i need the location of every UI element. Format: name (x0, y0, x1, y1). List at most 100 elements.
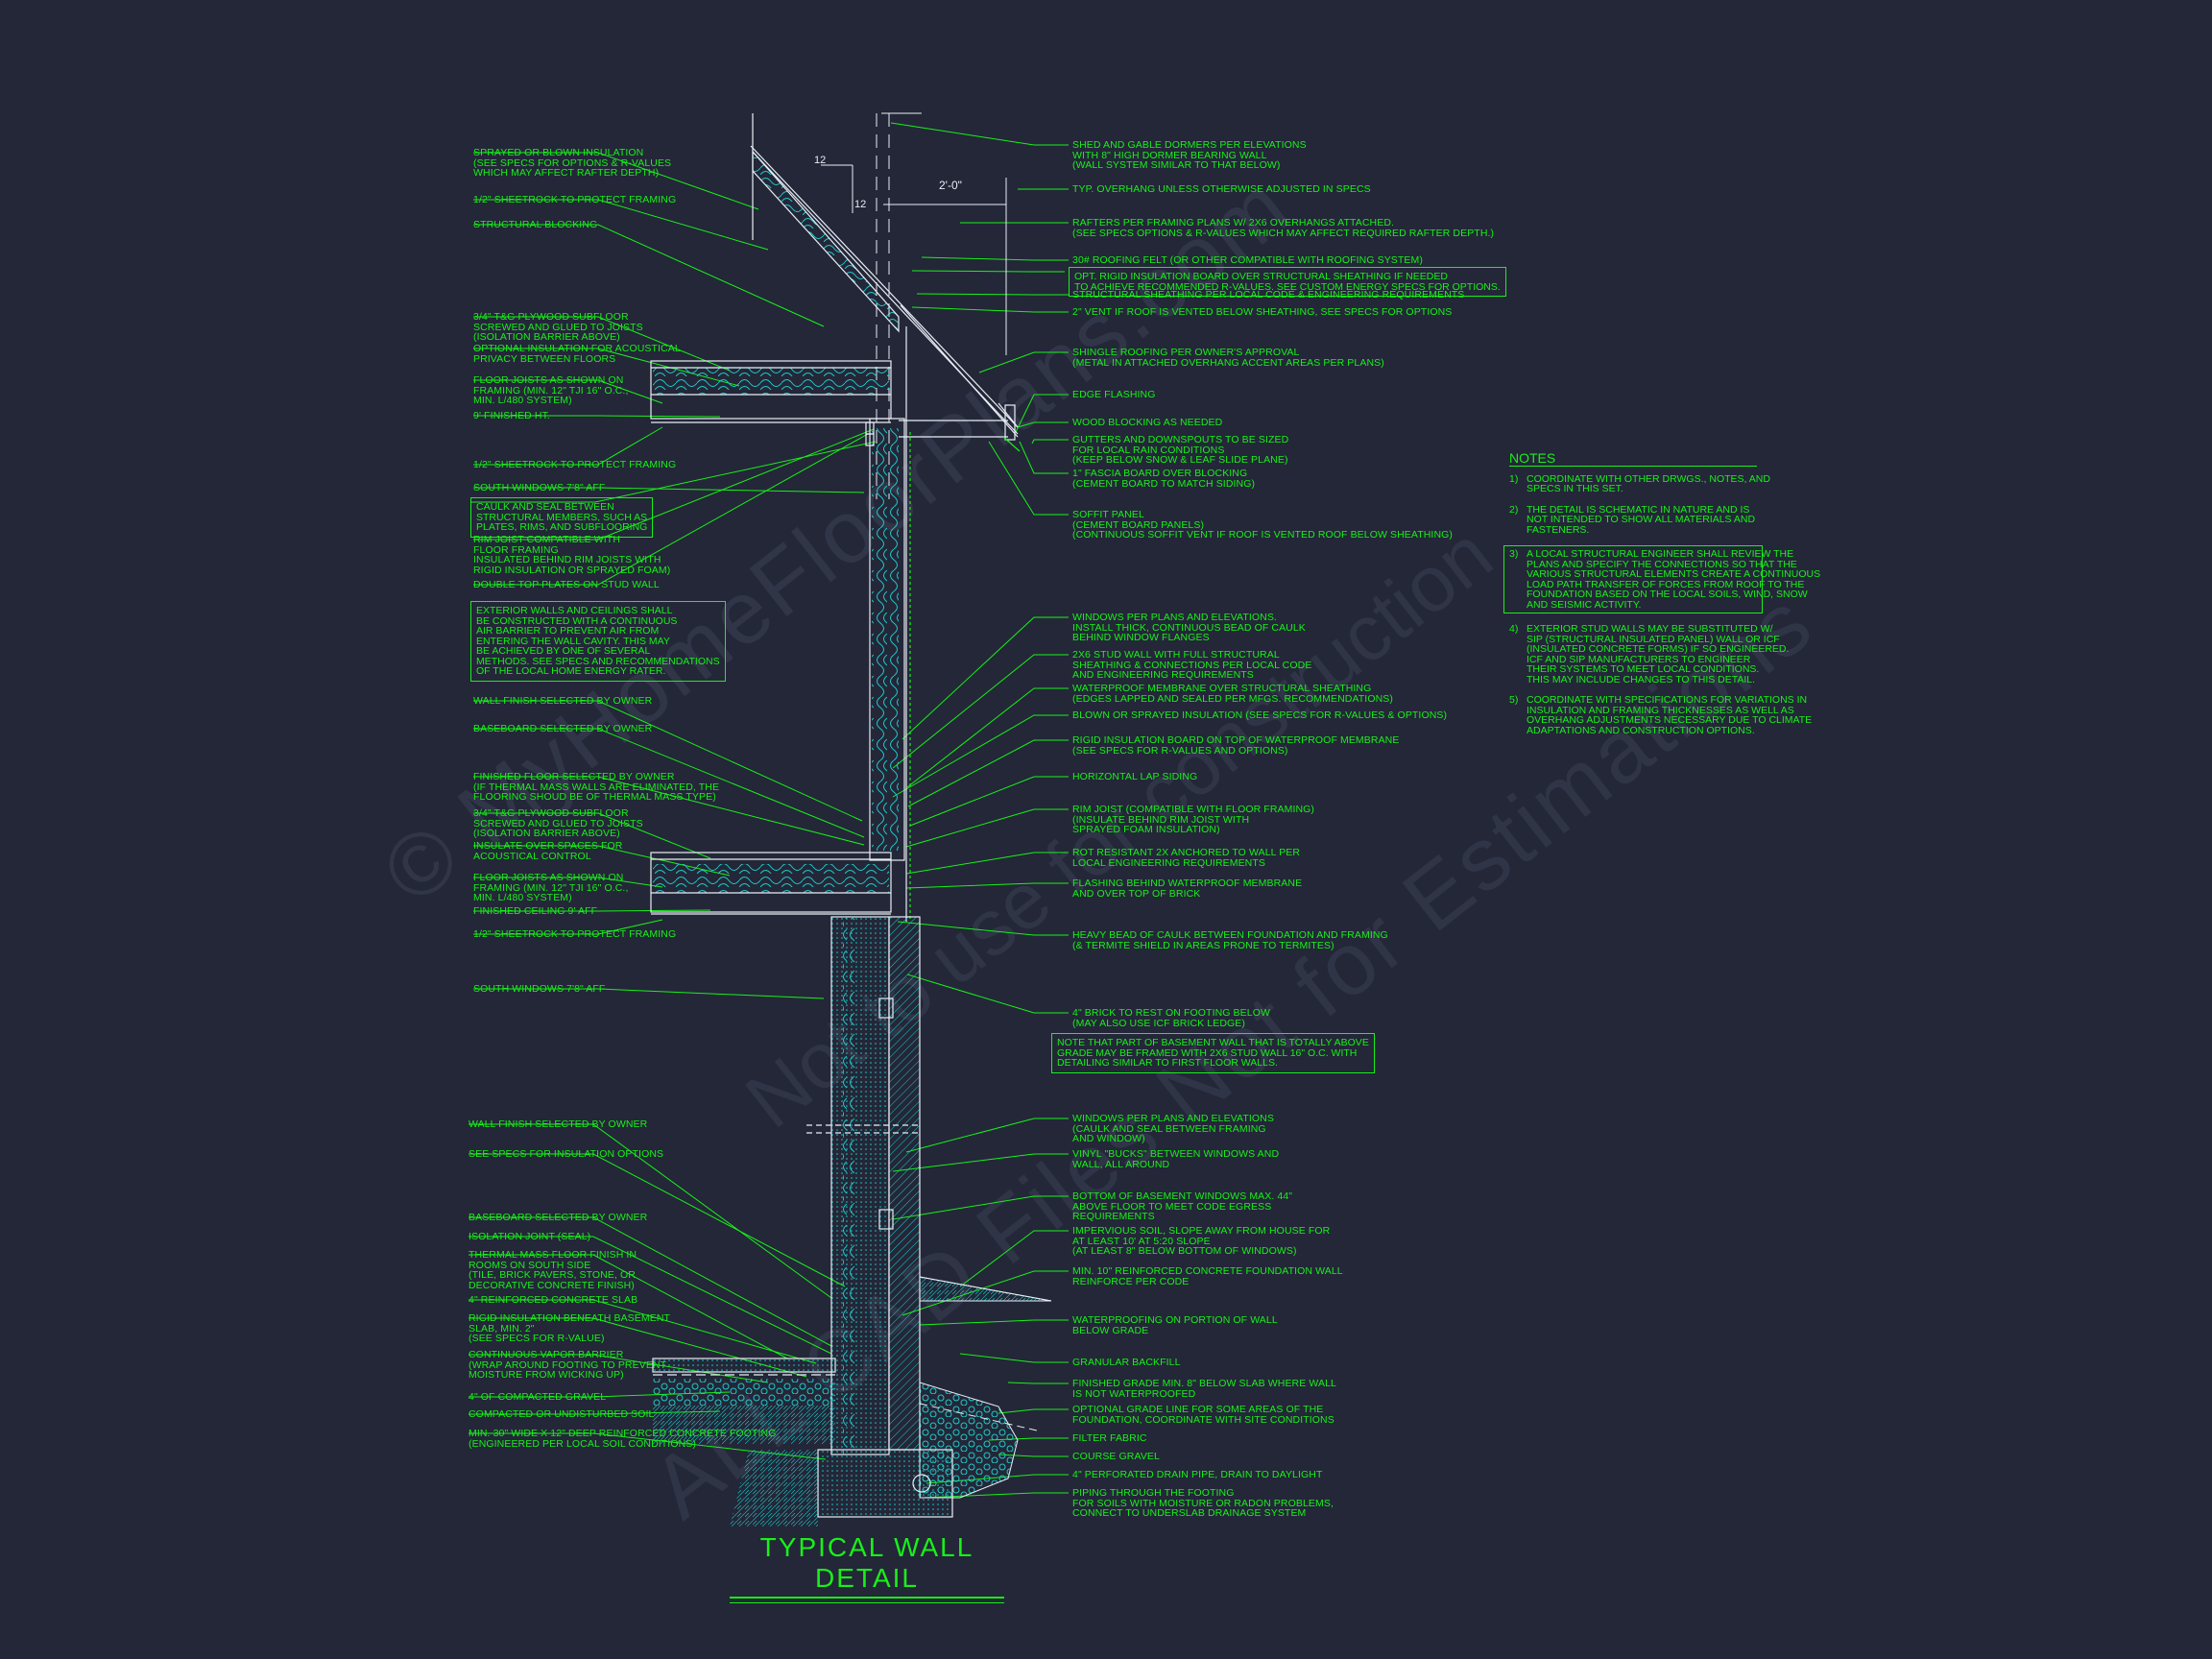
callout-line: BEHIND WINDOW FLANGES (1072, 632, 1210, 643)
callout-line: WOOD BLOCKING AS NEEDED (1072, 417, 1223, 428)
callout-line: (CEMENT BOARD PANELS) (1072, 518, 1205, 531)
callout-line: (IF THERMAL MASS WALLS ARE ELIMINATED, T… (473, 781, 720, 793)
callout-line: (WALL SYSTEM SIMILAR TO THAT BELOW) (1072, 159, 1281, 171)
note-line: SIP (STRUCTURAL INSULATED PANEL) WALL OR… (1527, 633, 1780, 645)
right-labels-r7: 2" VENT IF ROOF IS VENTED BELOW SHEATHIN… (1072, 307, 1452, 318)
leader-line-r16 (906, 687, 1069, 788)
callout-line: RIGID INSULATION BOARD ON TOP OF WATERPR… (1072, 734, 1400, 746)
callout-line: SLAB, MIN. 2" (469, 1322, 535, 1334)
right-labels-r4: 30# ROOFING FELT (OR OTHER COMPATIBLE WI… (1072, 255, 1423, 266)
callout-line: BE ACHIEVED BY ONE OF SEVERAL (476, 645, 651, 657)
note-line: THEIR SYSTEMS TO MEET LOCAL CONDITIONS. (1527, 663, 1760, 675)
leader-line-l17 (473, 812, 711, 859)
callout-line: 4" BRICK TO REST ON FOOTING BELOW (1072, 1007, 1270, 1019)
callout-line: INSULATED BEHIND RIM JOISTS WITH (473, 554, 661, 565)
slope-rise-label: 12 (854, 199, 866, 210)
leader-line-r26 (905, 1118, 1069, 1153)
callout-line: OF THE LOCAL HOME ENERGY RATER. (476, 665, 666, 677)
left-labels-l33: MIN. 30" WIDE X 12" DEEP REINFORCED CONC… (469, 1429, 777, 1449)
callout-line: WALL, ALL AROUND (1072, 1158, 1170, 1170)
right-labels-r2: TYP. OVERHANG UNLESS OTHERWISE ADJUSTED … (1072, 184, 1371, 195)
leader-line-r11 (1031, 439, 1069, 445)
note-line: COORDINATE WITH OTHER DRWGS., NOTES, AND (1527, 472, 1770, 485)
leader-line-l12 (473, 433, 869, 586)
callout-line: (CAULK AND SEAL BETWEEN FRAMING (1072, 1122, 1266, 1135)
callout-line: FLOORING SHOUD BE OF THERMAL MASS TYPE) (473, 791, 716, 803)
callout-line: TYP. OVERHANG UNLESS OTHERWISE ADJUSTED … (1072, 183, 1371, 195)
leader-line-l29 (469, 1317, 807, 1378)
left-labels-l20: FINISHED CEILING 9' AFF (473, 906, 597, 917)
leader-line-l21 (473, 919, 663, 935)
left-labels-l9: SOUTH WINDOWS 7'8" AFF (473, 483, 605, 493)
right-labels-r3: RAFTERS PER FRAMING PLANS W/ 2X6 OVERHAN… (1072, 218, 1494, 238)
callout-line: SHINGLE ROOFING PER OWNER'S APPROVAL (1072, 347, 1300, 358)
leader-line-r20 (905, 808, 1069, 848)
callout-line: FRAMING (MIN. 12" TJI 16" O.C., (473, 384, 629, 397)
callout-line: (INSULATE BEHIND RIM JOIST WITH (1072, 813, 1250, 826)
drawing-title: TYPICAL WALL DETAIL (730, 1532, 1004, 1603)
callout-line: SHEATHING & CONNECTIONS PER LOCAL CODE (1072, 659, 1312, 671)
callout-line: FINISHED GRADE MIN. 8" BELOW SLAB WHERE … (1072, 1378, 1336, 1389)
note-line: THE DETAIL IS SCHEMATIC IN NATURE AND IS (1527, 503, 1750, 516)
leader-line-l20 (473, 909, 711, 912)
callout-line: GRADE MAY BE FRAMED WITH 2X6 STUD WALL 1… (1057, 1046, 1358, 1059)
callout-line: (WRAP AROUND FOOTING TO PREVENT (469, 1358, 667, 1371)
note-number: 4) (1509, 623, 1519, 635)
callout-line: SOUTH WINDOWS 7'8" AFF (473, 482, 606, 493)
callout-line: (SEE SPECS FOR OPTIONS & R-VALUES (473, 156, 672, 169)
note-line: ICF AND SIP MANUFACTURERS TO ENGINEER (1527, 653, 1751, 665)
leader-line-l27 (469, 1254, 788, 1359)
callout-line: STRUCTURAL SHEATHING PER LOCAL CODE & EN… (1072, 289, 1465, 301)
note-item: 1)COORDINATE WITH OTHER DRWGS., NOTES, A… (1509, 473, 1770, 494)
callout-line: WALL FINISH SELECTED BY OWNER (473, 695, 653, 707)
note-line: SPECS IN THIS SET. (1527, 483, 1623, 494)
leader-line-r24 (906, 974, 1069, 1014)
callout-line: BLOWN OR SPRAYED INSULATION (SEE SPECS F… (1072, 709, 1448, 721)
left-labels-l14: WALL FINISH SELECTED BY OWNER (473, 696, 652, 707)
callout-line: AND ENGINEERING REQUIREMENTS (1072, 669, 1254, 681)
callout-line: (AT LEAST 8" BELOW BOTTOM OF WINDOWS) (1072, 1245, 1297, 1257)
note-line: VARIOUS STRUCTURAL ELEMENTS CREATE A CON… (1527, 568, 1821, 580)
callout-line: RIM JOIST (COMPATIBLE WITH FLOOR FRAMING… (1072, 804, 1315, 815)
left-labels-l2: 1/2" SHEETROCK TO PROTECT FRAMING (473, 195, 676, 205)
callout-line: 3/4" T&G PLYWOOD SUBFLOOR (473, 311, 629, 323)
notes-panel: NOTES 1)COORDINATE WITH OTHER DRWGS., NO… (1503, 451, 1820, 746)
callout-line: (TILE, BRICK PAVERS, STONE, OR (469, 1269, 636, 1281)
leader-line-r9 (1015, 394, 1069, 433)
callout-line: DECORATIVE CONCRETE FINISH) (469, 1279, 635, 1291)
leader-line-l6 (473, 379, 663, 404)
left-labels-l21: 1/2" SHEETROCK TO PROTECT FRAMING (473, 929, 676, 940)
right-labels-r13: SOFFIT PANEL(CEMENT BOARD PANELS)(CONTIN… (1072, 510, 1453, 541)
leader-lines (469, 122, 1069, 1499)
callout-line: FOUNDATION, COORDINATE WITH SITE CONDITI… (1072, 1413, 1334, 1426)
callout-line: BE CONSTRUCTED WITH A CONTINUOUS (476, 614, 678, 627)
callout-line: RIM JOIST COMPATIBLE WITH (473, 534, 621, 545)
callout-line: 1/2" SHEETROCK TO PROTECT FRAMING (473, 928, 677, 940)
note-text: EXTERIOR STUD WALLS MAY BE SUBSTITUTED W… (1527, 624, 1789, 685)
note-item: 5)COORDINATE WITH SPECIFICATIONS FOR VAR… (1509, 695, 1812, 735)
callout-line: CONNECT TO UNDERSLAB DRAINAGE SYSTEM (1072, 1507, 1307, 1519)
callout-line: ISOLATION JOINT (SEAL) (469, 1231, 591, 1242)
callout-line: BOTTOM OF BASEMENT WINDOWS MAX. 44" (1072, 1190, 1293, 1202)
callout-line: GRANULAR BACKFILL (1072, 1357, 1181, 1368)
note-text: COORDINATE WITH SPECIFICATIONS FOR VARIA… (1527, 695, 1812, 735)
right-labels-r30: MIN. 10" REINFORCED CONCRETE FOUNDATION … (1072, 1266, 1343, 1286)
upper-floor-system (650, 360, 892, 423)
callout-line: FLOOR JOISTS AS SHOWN ON (473, 872, 624, 883)
callout-line: ROT RESISTANT 2X ANCHORED TO WALL PER (1072, 847, 1301, 858)
note-text: COORDINATE WITH OTHER DRWGS., NOTES, AND… (1527, 472, 1770, 494)
left-labels-l1: SPRAYED OR BLOWN INSULATION(SEE SPECS FO… (473, 148, 671, 179)
right-labels-r34: OPTIONAL GRADE LINE FOR SOME AREAS OF TH… (1072, 1405, 1334, 1425)
callout-line: EDGE FLASHING (1072, 389, 1156, 400)
right-labels-r33: FINISHED GRADE MIN. 8" BELOW SLAB WHERE … (1072, 1379, 1336, 1399)
callout-line: CAULK AND SEAL BETWEEN (476, 501, 614, 513)
left-labels-l24: SEE SPECS FOR INSULATION OPTIONS (469, 1149, 663, 1160)
leader-line-l8 (473, 426, 663, 466)
